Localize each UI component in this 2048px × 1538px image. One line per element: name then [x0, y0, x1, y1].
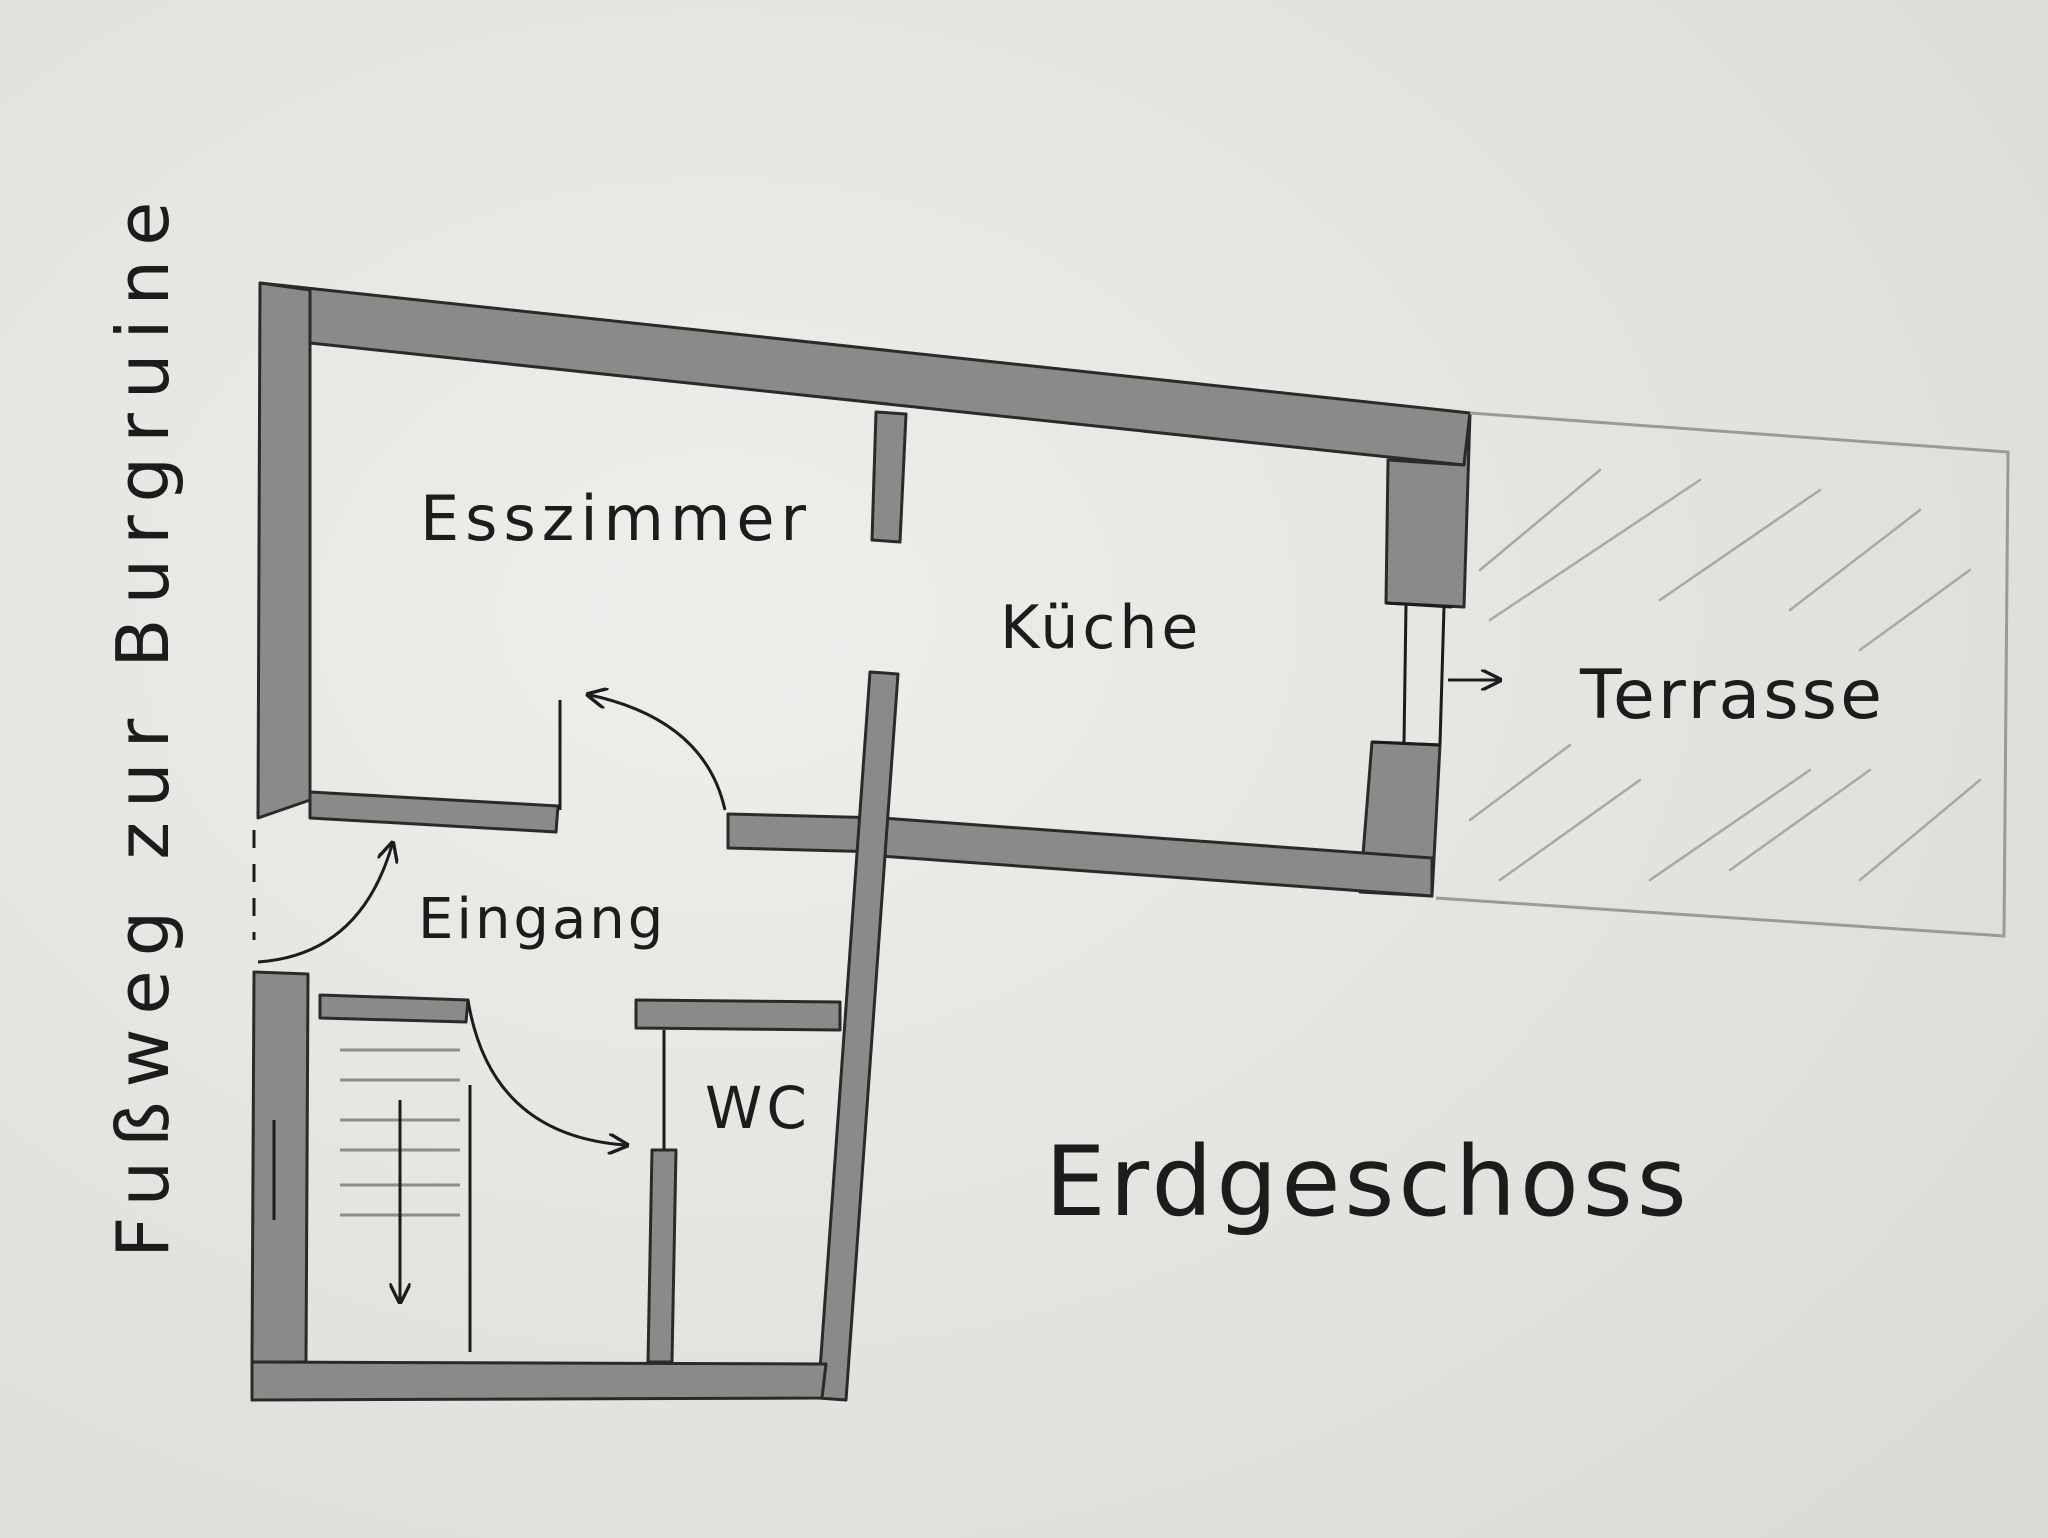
label-kitchen: Küche — [1000, 593, 1202, 663]
wall-center-vertical — [816, 670, 900, 1402]
wall-left-lower — [250, 970, 310, 1364]
entrance-swing-arrow — [257, 845, 392, 964]
label-floor-title: Erdgeschoss — [1045, 1126, 1691, 1238]
label-terrace: Terrasse — [1579, 656, 1885, 735]
hall-swing-arrow — [590, 695, 727, 811]
wall-divider-stub — [870, 410, 908, 544]
terrace-area — [1435, 411, 2010, 938]
wall-dining-bottom — [308, 790, 560, 834]
wall-bottom-lower — [250, 1360, 828, 1402]
wall-wc-left — [646, 1148, 678, 1364]
wall-right-upper — [1384, 411, 1472, 609]
label-entrance: Eingang — [418, 887, 666, 952]
label-footpath-note: Fußweg zur Burgruine — [101, 188, 185, 1258]
wall-wc-top — [634, 998, 842, 1032]
walls — [250, 281, 1472, 1402]
wc-swing-arrow — [466, 999, 625, 1145]
door-swings — [257, 680, 1498, 1145]
door-openings — [252, 601, 1453, 1352]
wall-stair-top — [318, 993, 470, 1024]
wall-left-upper — [256, 281, 312, 820]
label-dining-room: Esszimmer — [420, 482, 812, 555]
label-wc: WC — [705, 1074, 811, 1142]
